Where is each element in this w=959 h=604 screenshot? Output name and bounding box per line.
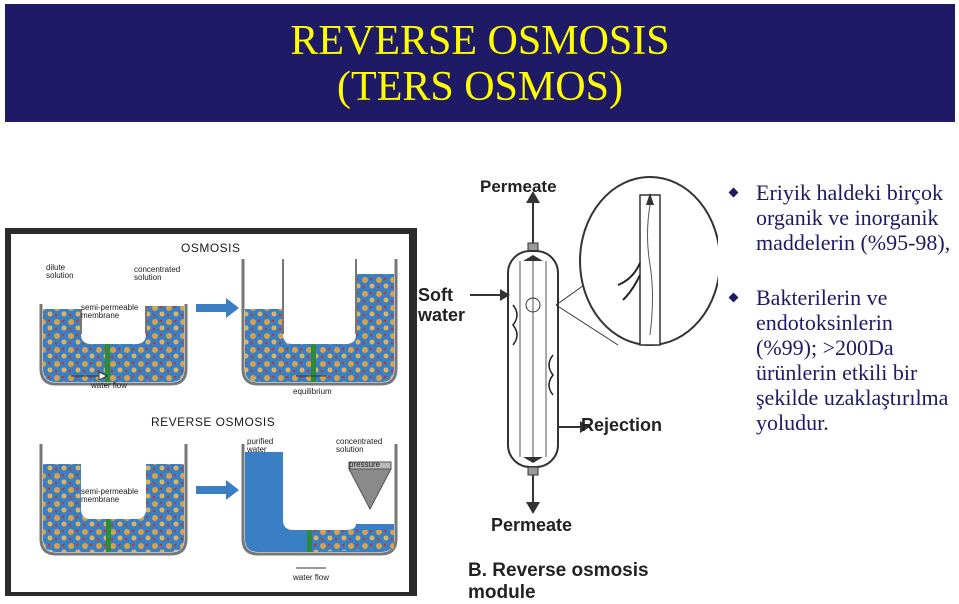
osmosis-diagram: OSMOSIS dilute solution concentrated sol… bbox=[5, 228, 417, 596]
pressure-label: pressure bbox=[349, 460, 381, 469]
dilute-solution-label: dilute solution bbox=[46, 263, 74, 281]
title-line-2: (TERS OSMOS) bbox=[337, 64, 623, 110]
module-caption: B. Reverse osmosis module bbox=[468, 560, 649, 603]
bullet-list: Eriyik haldeki birçok organik ve inorgan… bbox=[728, 180, 956, 465]
bullet-text: Bakterilerin ve endotoksinlerin (%99); >… bbox=[756, 285, 949, 435]
u-tube-equilibrium bbox=[241, 259, 398, 386]
water-flow-label-2: water flow bbox=[293, 573, 330, 582]
semi-permeable-membrane-label: semi-permeable membrane bbox=[81, 303, 139, 321]
soft-water-label: Soft water bbox=[418, 285, 466, 325]
bullet-diamond-icon bbox=[728, 187, 739, 198]
osmosis-diagram-canvas: OSMOSIS dilute solution concentrated sol… bbox=[11, 234, 409, 592]
water-flow-label: water flow bbox=[91, 381, 128, 390]
permeate-top-label: Permeate bbox=[480, 177, 557, 196]
u-tube-reverse-osmosis bbox=[241, 444, 398, 556]
u-tube-reverse-start bbox=[39, 444, 188, 556]
permeate-bottom-label: Permeate bbox=[491, 515, 573, 535]
bullet-diamond-icon bbox=[728, 292, 739, 303]
title-bar: REVERSE OSMOSIS (TERS OSMOS) bbox=[5, 4, 955, 122]
title-line-1: REVERSE OSMOSIS bbox=[290, 18, 670, 64]
ro-module-diagram: Permeate Soft water Rejection Permeate B… bbox=[418, 165, 718, 603]
purified-water-label: purified water bbox=[247, 437, 274, 455]
concentrated-solution-label-2: concentrated solution bbox=[336, 437, 383, 455]
bullet-item: Bakterilerin ve endotoksinlerin (%99); >… bbox=[728, 285, 956, 435]
osmosis-illustration bbox=[39, 259, 398, 569]
rejection-label: Rejection bbox=[581, 415, 663, 435]
equilibrium-label: equilibrium bbox=[293, 387, 332, 396]
ro-module-illustration bbox=[470, 176, 718, 514]
u-tube-osmosis-start bbox=[39, 304, 188, 386]
reverse-osmosis-heading: REVERSE OSMOSIS bbox=[151, 415, 276, 429]
bullet-item: Eriyik haldeki birçok organik ve inorgan… bbox=[728, 180, 956, 255]
semi-permeable-membrane-label-2: semi-permeable membrane bbox=[81, 487, 139, 505]
concentrated-solution-label: concentrated solution bbox=[134, 265, 181, 283]
bullet-text: Eriyik haldeki birçok organik ve inorgan… bbox=[756, 180, 951, 255]
osmosis-heading: OSMOSIS bbox=[181, 241, 241, 255]
